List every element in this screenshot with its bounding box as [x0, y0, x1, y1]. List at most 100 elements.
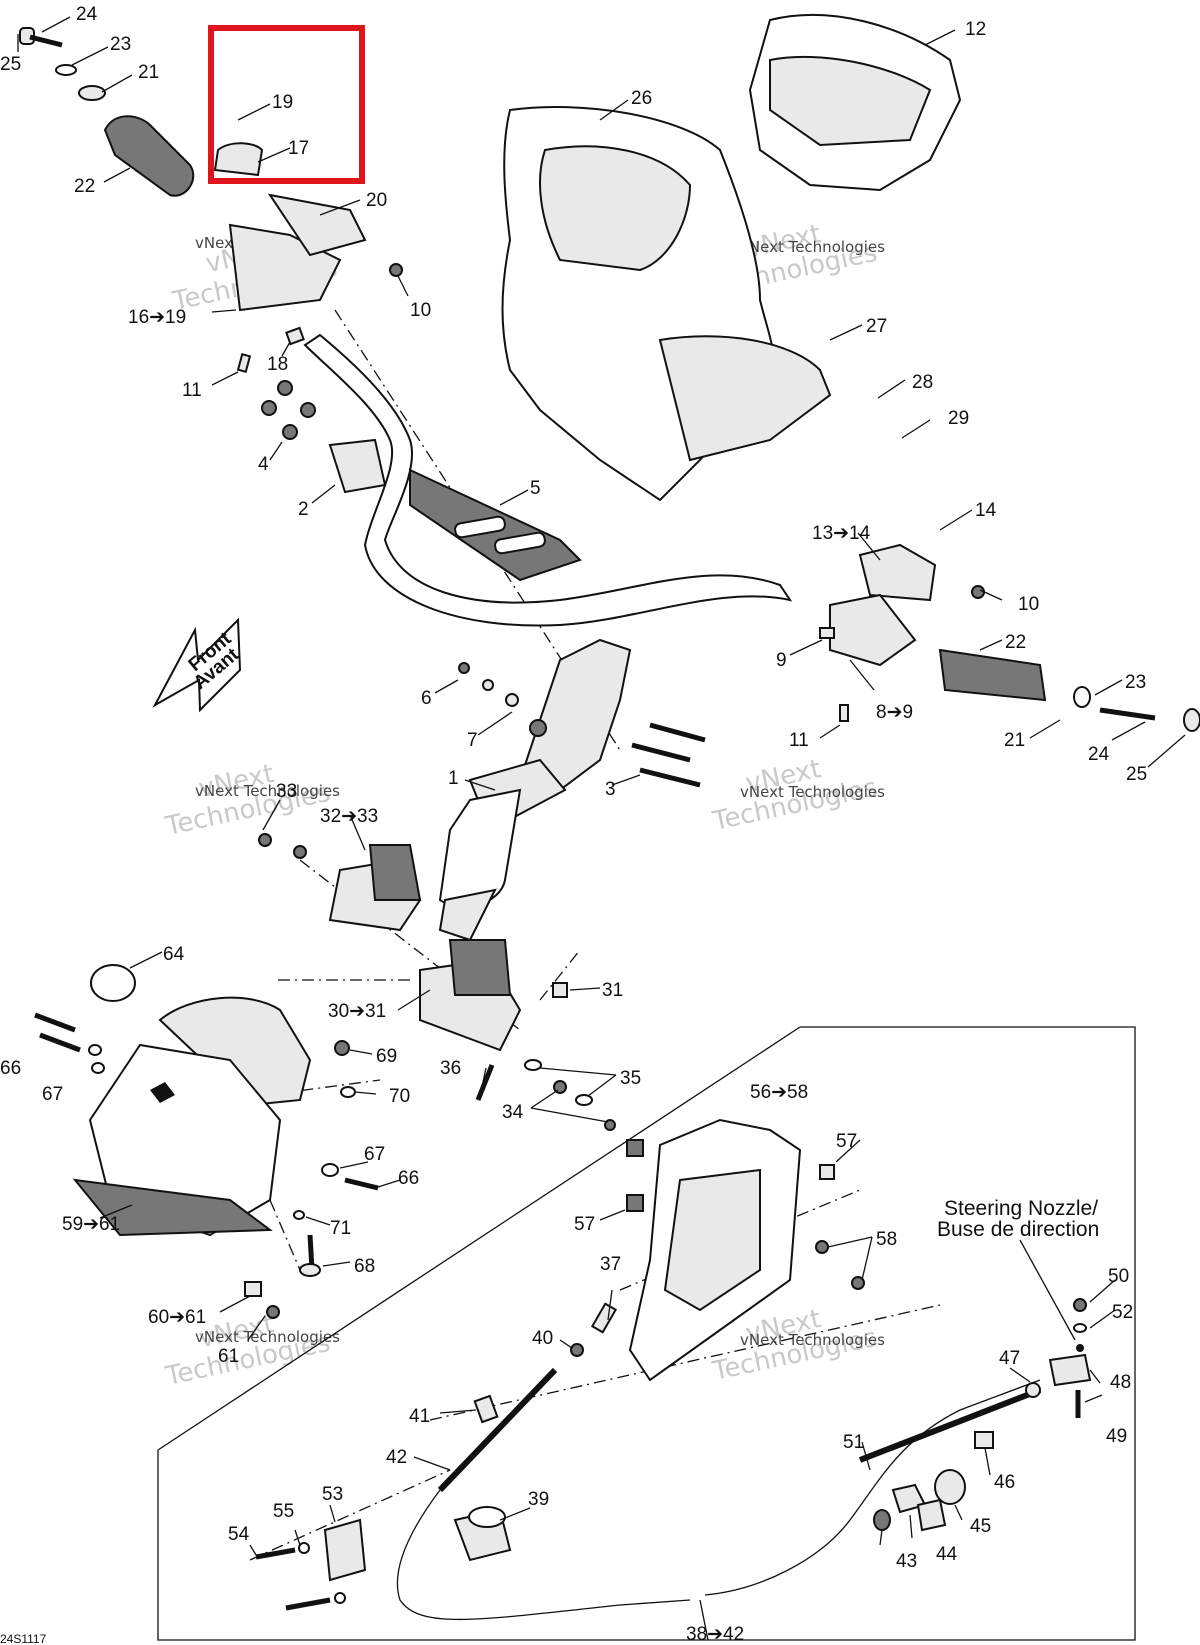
callout-24-right: 24 — [1088, 744, 1110, 765]
callout-29: 29 — [948, 408, 969, 429]
callout-35: 35 — [620, 1068, 641, 1089]
callout-53: 53 — [322, 1484, 343, 1505]
yoke-lower — [419, 939, 522, 1052]
callout-22: 22 — [74, 176, 95, 197]
callout-20: 20 — [366, 190, 387, 211]
callout-14: 14 — [975, 500, 997, 521]
callout-48: 48 — [1110, 1372, 1131, 1393]
callout-55: 55 — [273, 1501, 294, 1522]
callout-21: 21 — [138, 62, 159, 83]
callout-9: 9 — [776, 650, 787, 671]
callout-71: 71 — [330, 1218, 351, 1239]
callout-10: 10 — [410, 300, 431, 321]
jet-housing — [72, 996, 312, 1237]
callout-17: 17 — [288, 138, 309, 159]
callout-11: 11 — [182, 380, 202, 401]
callout-58: 58 — [876, 1229, 897, 1250]
callout-43: 43 — [896, 1551, 917, 1572]
callout-64: 64 — [163, 944, 185, 965]
callout-23: 23 — [110, 34, 131, 55]
callout-12: 12 — [965, 19, 986, 40]
callout-37: 37 — [600, 1254, 621, 1275]
callout-30-31: 30➔31 — [328, 1001, 386, 1022]
watermark-brand: vNext Technologies — [195, 1328, 340, 1346]
callout-1: 1 — [448, 768, 459, 789]
callout-42: 42 — [386, 1447, 407, 1468]
callout-33: 33 — [276, 781, 297, 802]
callout-49: 49 — [1106, 1426, 1127, 1447]
callout-11-right: 11 — [789, 730, 809, 751]
callout-21-right: 21 — [1004, 730, 1025, 751]
callout-50: 50 — [1108, 1266, 1129, 1287]
lower-frame — [157, 1026, 1136, 1641]
left-grip-assembly — [19, 27, 367, 312]
steering-nozzle-note-line2: Buse de direction — [937, 1218, 1099, 1241]
steering-arm — [626, 1118, 865, 1382]
callout-56-58: 56➔58 — [750, 1082, 808, 1103]
callout-52: 52 — [1112, 1302, 1133, 1323]
front-arrow: Front Avant — [152, 617, 244, 713]
hardware-small — [34, 263, 985, 1319]
callout-57-left: 57 — [574, 1214, 595, 1235]
callout-22-right: 22 — [1005, 632, 1026, 653]
callout-26: 26 — [631, 88, 652, 109]
watermark-brand: vNext Technologies — [740, 1331, 885, 1349]
callout-69: 69 — [376, 1046, 397, 1067]
callout-61: 61 — [218, 1346, 239, 1367]
callout-10-right: 10 — [1018, 594, 1039, 615]
watermark-brand: vNext Technologies — [740, 238, 885, 256]
callout-54: 54 — [228, 1524, 250, 1545]
callout-19: 19 — [272, 92, 293, 113]
callout-47: 47 — [999, 1348, 1020, 1369]
callout-38-42: 38➔42 — [686, 1624, 744, 1645]
watermark-brand: vNext Technologies — [195, 782, 340, 800]
callout-34: 34 — [502, 1102, 524, 1123]
callout-23-right: 23 — [1125, 672, 1146, 693]
callout-66: 66 — [0, 1058, 21, 1079]
callout-8-9: 8➔9 — [876, 702, 913, 723]
watermark-brand: vNext Technologies — [740, 783, 885, 801]
callout-18: 18 — [267, 354, 288, 375]
callout-68: 68 — [354, 1256, 375, 1277]
steering-nozzle-note-line1: Steering Nozzle/ — [944, 1197, 1098, 1220]
callout-45: 45 — [970, 1516, 991, 1537]
callout-41: 41 — [409, 1406, 430, 1427]
callout-40: 40 — [532, 1328, 553, 1349]
yoke-upper — [328, 844, 422, 932]
callout-27: 27 — [866, 316, 887, 337]
callout-44: 44 — [936, 1544, 958, 1565]
callout-70: 70 — [389, 1086, 410, 1107]
callout-16-19: 16➔19 — [128, 307, 186, 328]
diagram-code: 24S1117 — [0, 1632, 47, 1645]
callout-25-right: 25 — [1126, 764, 1147, 785]
callout-2: 2 — [298, 499, 309, 520]
callouts: 24 25 23 21 22 19 17 20 10 16➔19 18 11 4… — [0, 4, 1147, 1645]
lower-frame-diagonal — [157, 1026, 801, 1451]
callout-31: 31 — [602, 980, 623, 1001]
callout-28: 28 — [912, 372, 933, 393]
callout-51: 51 — [843, 1432, 864, 1453]
callout-25: 25 — [0, 54, 21, 75]
callout-60-61: 60➔61 — [148, 1307, 206, 1328]
top-cover — [748, 13, 962, 192]
callout-6: 6 — [421, 688, 432, 709]
highlight-box — [208, 25, 365, 184]
steering-cover — [501, 105, 832, 502]
handlebar — [303, 333, 793, 627]
steering-support — [438, 638, 632, 942]
leader-lines — [17, 16, 1186, 1641]
callout-32-33: 32➔33 — [320, 806, 378, 827]
callout-5: 5 — [530, 478, 541, 499]
centerlines — [229, 309, 941, 1561]
callout-57: 57 — [836, 1131, 857, 1152]
callout-67: 67 — [42, 1084, 63, 1105]
callout-67-right: 67 — [364, 1144, 385, 1165]
callout-39: 39 — [528, 1489, 549, 1510]
callout-4: 4 — [258, 454, 269, 475]
callout-59-61: 59➔61 — [62, 1214, 120, 1235]
steering-cable — [255, 1298, 1092, 1621]
callout-3: 3 — [605, 779, 616, 800]
callout-36: 36 — [440, 1058, 461, 1079]
callout-66-right: 66 — [398, 1168, 419, 1189]
